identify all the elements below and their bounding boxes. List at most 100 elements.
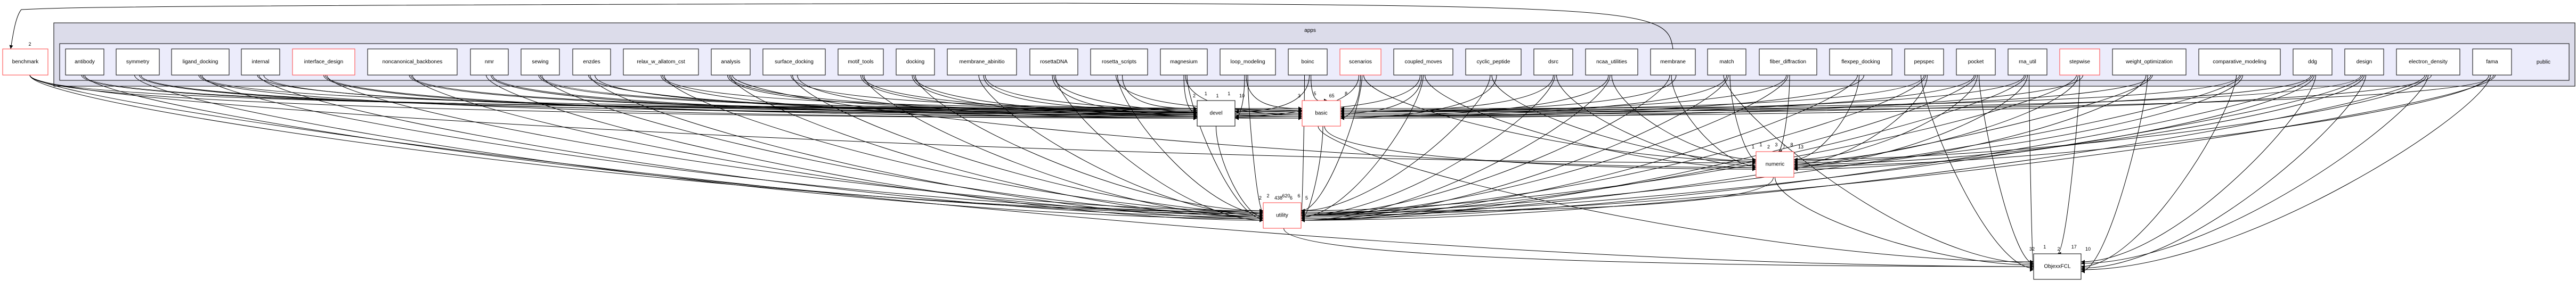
edge-count-label: 10 [1239, 93, 1245, 98]
dir-node-rna-util[interactable]: rna_util [2008, 48, 2047, 76]
edge-count-label: 17 [2071, 244, 2077, 250]
node-label: boinc [1302, 59, 1314, 65]
dir-node-comparative-modeling[interactable]: comparative_modeling [2198, 48, 2281, 76]
node-box [2033, 253, 2082, 280]
dependency-edge [2081, 74, 2491, 272]
dir-node-electron-density[interactable]: electron_density [2396, 48, 2460, 76]
dependency-edge [29, 74, 1757, 165]
dependency-edge [2081, 74, 2148, 273]
dir-node-objexxfcl[interactable]: ObjexxFCL [2033, 253, 2082, 280]
dir-node-noncanonical-backbones[interactable]: noncanonical_backbones [367, 48, 458, 76]
edge-count-label: 2 [2058, 246, 2060, 252]
dir-node-boinc[interactable]: boinc [1288, 48, 1328, 76]
node-label: comparative_modeling [2213, 59, 2266, 65]
dir-node-numeric[interactable]: numeric [1756, 151, 1794, 178]
node-label: nmr [485, 59, 494, 65]
edge-count-label: 8 [1791, 142, 1793, 147]
node-box [2293, 48, 2333, 76]
dir-node-benchmark[interactable]: benchmark [2, 48, 48, 76]
node-box [1533, 48, 1573, 76]
edge-count-label: 1 [1752, 144, 1754, 150]
dependency-edge [1301, 74, 1729, 222]
edge-count-label: 438 [1274, 195, 1282, 201]
dir-node-antibody[interactable]: antibody [65, 48, 104, 76]
dependency-edge [1301, 74, 2026, 218]
node-box [947, 48, 1017, 76]
edge-count-label: 65 [1329, 93, 1335, 98]
dir-node-enzdes[interactable]: enzdes [572, 48, 611, 76]
dependency-edge [2057, 74, 2080, 256]
dir-node-dsrc[interactable]: dsrc [1533, 48, 1573, 76]
dependency-edge [1340, 74, 1609, 119]
dir-node-coupled-moves[interactable]: coupled_moves [1393, 48, 1453, 76]
dir-node-rosetta-scripts[interactable]: rosetta_scripts [1090, 48, 1148, 76]
dependency-edge [792, 74, 1264, 214]
dir-node-weight-optimization[interactable]: weight_optimization [2112, 48, 2187, 76]
dir-node-internal[interactable]: internal [241, 48, 280, 76]
dir-node-devel[interactable]: devel [1197, 100, 1236, 127]
dependency-edge [2029, 74, 2034, 271]
dir-node-utility[interactable]: utility [1263, 202, 1302, 229]
dir-node-analysis[interactable]: analysis [711, 48, 751, 76]
dir-node-ncaa-utilities[interactable]: ncaa_utilities [1585, 48, 1638, 76]
dir-node-fama[interactable]: fama [2472, 48, 2512, 76]
dir-node-ligand-docking[interactable]: ligand_docking [171, 48, 230, 76]
node-box [241, 48, 280, 76]
dir-node-surface-docking[interactable]: surface_docking [762, 48, 826, 76]
dir-node-stepwise[interactable]: stepwise [2059, 48, 2100, 76]
dir-node-cyclic-peptide[interactable]: cyclic_peptide [1465, 48, 1522, 76]
dir-node-pocket[interactable]: pocket [1956, 48, 1996, 76]
node-box [116, 48, 160, 76]
dir-node-rosettadna[interactable]: rosettaDNA [1029, 48, 1078, 76]
edge-count-label: 7 [1783, 144, 1785, 150]
edge-count-label: 2 [1259, 195, 1262, 201]
node-box [2059, 48, 2100, 76]
dependency-edge [1491, 74, 1757, 163]
dir-node-nmr[interactable]: nmr [470, 48, 509, 76]
dir-node-fiber-diffraction[interactable]: fiber_diffraction [1759, 48, 1817, 76]
node-label: interface_design [304, 59, 343, 65]
dir-node-design[interactable]: design [2344, 48, 2384, 76]
node-label: match [1719, 59, 1734, 65]
dependency-edge [1340, 74, 1974, 119]
node-box [1197, 100, 1236, 127]
dependency-edge [1979, 74, 2034, 266]
node-label: analysis [721, 59, 740, 65]
node-box [838, 48, 884, 76]
dependency-edge [1301, 74, 2313, 221]
dir-node-match[interactable]: match [1707, 48, 1746, 76]
dir-node-symmetry[interactable]: symmetry [116, 48, 160, 76]
dir-node-flexpep-docking[interactable]: flexpep_docking [1829, 48, 1892, 76]
dependency-edge [541, 74, 1264, 216]
dir-node-membrane[interactable]: membrane [1650, 48, 1696, 76]
dependency-edge [1301, 74, 1611, 222]
node-box [1288, 48, 1328, 76]
dir-node-basic[interactable]: basic [1302, 100, 1341, 127]
node-label: coupled_moves [1404, 59, 1442, 65]
dir-node-scenarios[interactable]: scenarios [1339, 48, 1382, 76]
dependency-edge [1793, 74, 2489, 168]
dir-node-pepspec[interactable]: pepspec [1904, 48, 1944, 76]
node-label: scenarios [1349, 59, 1372, 65]
dir-node-motif-tools[interactable]: motif_tools [838, 48, 884, 76]
node-label: surface_docking [775, 59, 814, 65]
node-label: loop_modeling [1230, 59, 1265, 65]
dependency-edge [1793, 74, 2364, 167]
dir-node-sewing[interactable]: sewing [521, 48, 560, 76]
node-box [623, 48, 699, 76]
dir-node-membrane-abinitio[interactable]: membrane_abinitio [947, 48, 1017, 76]
dir-node-magnesium[interactable]: magnesium [1160, 48, 1208, 76]
dir-node-ddg[interactable]: ddg [2293, 48, 2333, 76]
node-box [1220, 48, 1276, 76]
dir-node-interface-design[interactable]: interface_design [292, 48, 355, 76]
node-label: ncaa_utilities [1596, 59, 1627, 65]
dir-node-loop-modeling[interactable]: loop_modeling [1220, 48, 1276, 76]
node-box [896, 48, 935, 76]
dependency-edge [1793, 74, 2314, 171]
dir-node-relax-w-allatom-cst[interactable]: relax_w_allatom_cst [623, 48, 699, 76]
dependency-edge [1793, 74, 1978, 162]
node-label: benchmark [12, 59, 39, 65]
dependency-edge [1187, 74, 1264, 221]
dir-node-docking[interactable]: docking [896, 48, 935, 76]
node-box [2, 48, 48, 76]
